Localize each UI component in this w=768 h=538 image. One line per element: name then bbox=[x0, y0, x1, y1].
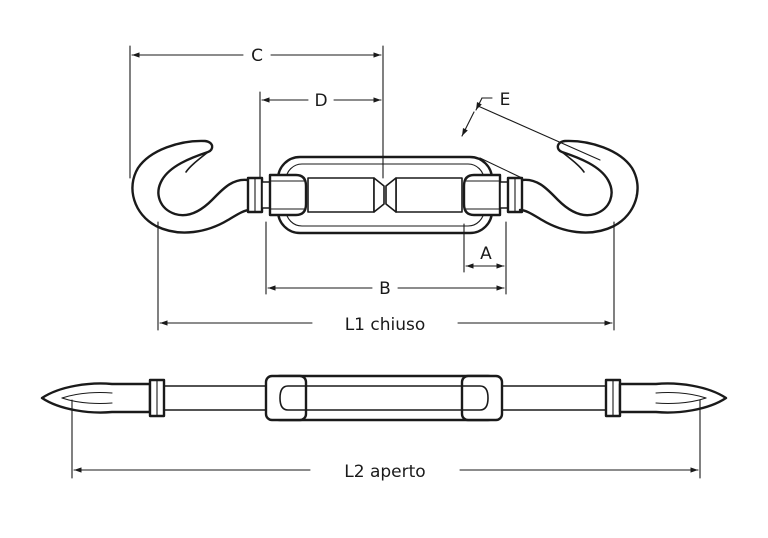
dimension-label-l1: L1 chiuso bbox=[345, 315, 426, 335]
left-shank bbox=[246, 176, 271, 214]
open-turnbuckle-view bbox=[40, 374, 728, 422]
left-hook bbox=[131, 139, 252, 234]
dimension-label-d: D bbox=[314, 91, 327, 111]
dimension-label-c: C bbox=[251, 46, 263, 66]
dimension-label-a: A bbox=[480, 244, 492, 264]
right-shank bbox=[499, 176, 524, 214]
dimension-label-e: E bbox=[500, 90, 511, 110]
dimension-lines-closed: C D E A B L1 chiuso bbox=[129, 45, 615, 335]
turnbuckle-body bbox=[268, 155, 502, 235]
dimension-label-l2: L2 aperto bbox=[344, 462, 425, 482]
dimension-lines-open: L2 aperto bbox=[71, 399, 701, 482]
right-hook bbox=[518, 139, 639, 234]
dimension-label-b: B bbox=[379, 279, 391, 299]
closed-turnbuckle-view bbox=[131, 139, 639, 235]
